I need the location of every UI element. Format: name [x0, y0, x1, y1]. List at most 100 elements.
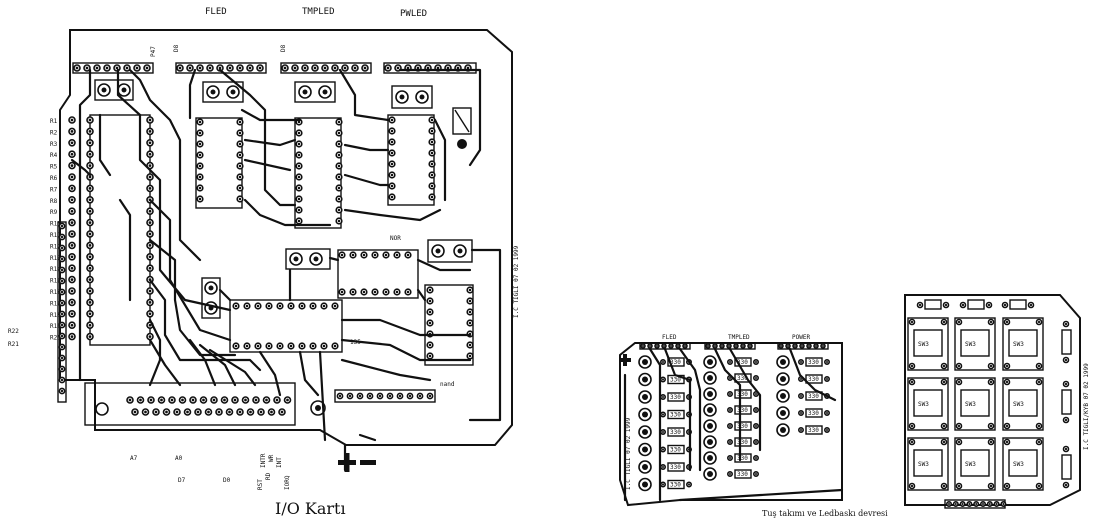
pad-hole: [428, 288, 432, 292]
pad-hole: [88, 198, 92, 202]
pad-hole: [286, 398, 289, 402]
io-label-nor: NOR: [390, 235, 401, 242]
pad-hole: [729, 377, 731, 379]
pad-hole: [256, 344, 260, 348]
resistor-value: 330: [670, 394, 681, 401]
pad-hole: [794, 345, 796, 347]
led-core: [707, 423, 713, 429]
pad-hole: [228, 410, 231, 414]
pad-hole: [70, 118, 74, 122]
pad-hole: [755, 425, 757, 427]
pad-hole: [468, 310, 472, 314]
pad-hole: [145, 66, 149, 70]
pad-hole: [910, 320, 914, 324]
pad-hole: [755, 457, 757, 459]
pad-hole: [373, 290, 377, 294]
pad-hole: [1005, 320, 1009, 324]
pad-hole: [468, 321, 472, 325]
io-tag-d8a: D8: [173, 44, 180, 52]
pad-hole: [337, 186, 341, 190]
pad-hole: [426, 66, 430, 70]
pad-hole: [278, 344, 282, 348]
resistor-value: 330: [737, 407, 748, 414]
pad-hole: [228, 66, 232, 70]
plus-icon: [338, 453, 356, 472]
io-row-label: R13: [50, 255, 61, 262]
io-label-intr: INTR: [260, 453, 267, 468]
keypad-top-resistor: [1009, 299, 1027, 310]
pad-hole: [70, 289, 74, 293]
pad-hole: [70, 266, 74, 270]
pad-hole: [428, 343, 432, 347]
pad-hole: [800, 395, 802, 397]
resistor-value: 330: [670, 464, 681, 471]
keypad-switch-label: SW3: [965, 461, 976, 468]
pad-hole: [88, 278, 92, 281]
pad-hole: [649, 345, 651, 347]
keypad-switch: [1002, 317, 1044, 371]
pad-hole: [88, 244, 92, 247]
pad-hole: [238, 186, 242, 190]
pad-hole: [406, 66, 410, 70]
pad-hole: [942, 484, 946, 488]
keypad-switch-label: SW3: [918, 341, 929, 348]
pad-hole: [60, 345, 64, 349]
io-row-label: R4: [50, 152, 58, 159]
pad-hole: [801, 345, 803, 347]
pad-hole: [337, 197, 341, 201]
pad-hole: [60, 312, 64, 316]
pad-hole: [70, 232, 74, 236]
pad-hole: [430, 195, 434, 199]
pad-hole: [1037, 424, 1041, 428]
pad-hole: [238, 66, 242, 70]
pad-hole: [942, 440, 946, 444]
io-big-pads: [97, 83, 467, 315]
pad-hole: [202, 398, 205, 402]
keypad-side-resistor: [1061, 329, 1072, 355]
pad-hole: [468, 343, 472, 347]
io-side-text: I.C TIGLI 07 02 1999: [513, 245, 520, 318]
led-label-power: POWER: [792, 334, 810, 341]
pad-hole: [234, 304, 238, 308]
resistor: [667, 427, 685, 437]
pad-hole: [910, 380, 914, 384]
pad-hole: [957, 320, 961, 324]
pad-hole: [378, 394, 382, 398]
pad-hole: [70, 323, 74, 327]
keypad-connector-pads: [945, 500, 1007, 507]
pad-hole: [1005, 440, 1009, 444]
pad-hole: [1064, 322, 1068, 326]
pad-hole: [1037, 320, 1041, 324]
io-row-label: R5: [50, 164, 58, 171]
transistor-pad-hole: [208, 285, 214, 291]
resistor-value: 330: [737, 455, 748, 462]
io-label-wr: WR: [268, 454, 275, 462]
pad-hole: [800, 412, 802, 414]
transistor-pad-hole: [302, 89, 308, 95]
keypad-switch: [907, 377, 949, 431]
led-core: [642, 359, 648, 365]
io-board-outline: [59, 29, 513, 446]
pad-hole: [70, 187, 74, 190]
io-label-r21: R21: [8, 341, 19, 348]
pad-hole: [337, 142, 341, 146]
pad-hole: [957, 440, 961, 444]
io-bus-connector: [84, 382, 296, 426]
io-label-rd: RD: [265, 472, 272, 480]
led-core: [707, 455, 713, 461]
transistor-pad-hole: [101, 87, 107, 93]
pad-hole: [954, 503, 957, 505]
resistor-value: 330: [670, 482, 681, 489]
led-core: [780, 410, 786, 416]
pad-hole: [749, 345, 751, 347]
pad-hole: [175, 410, 179, 414]
pad-hole: [88, 209, 92, 213]
pad-hole: [729, 441, 731, 443]
pad-hole: [468, 354, 472, 358]
pad-hole: [148, 221, 152, 224]
pad-hole: [416, 66, 420, 70]
pad-hole: [275, 398, 279, 402]
pad-hole: [88, 323, 92, 327]
io-left-pads: [58, 116, 76, 395]
